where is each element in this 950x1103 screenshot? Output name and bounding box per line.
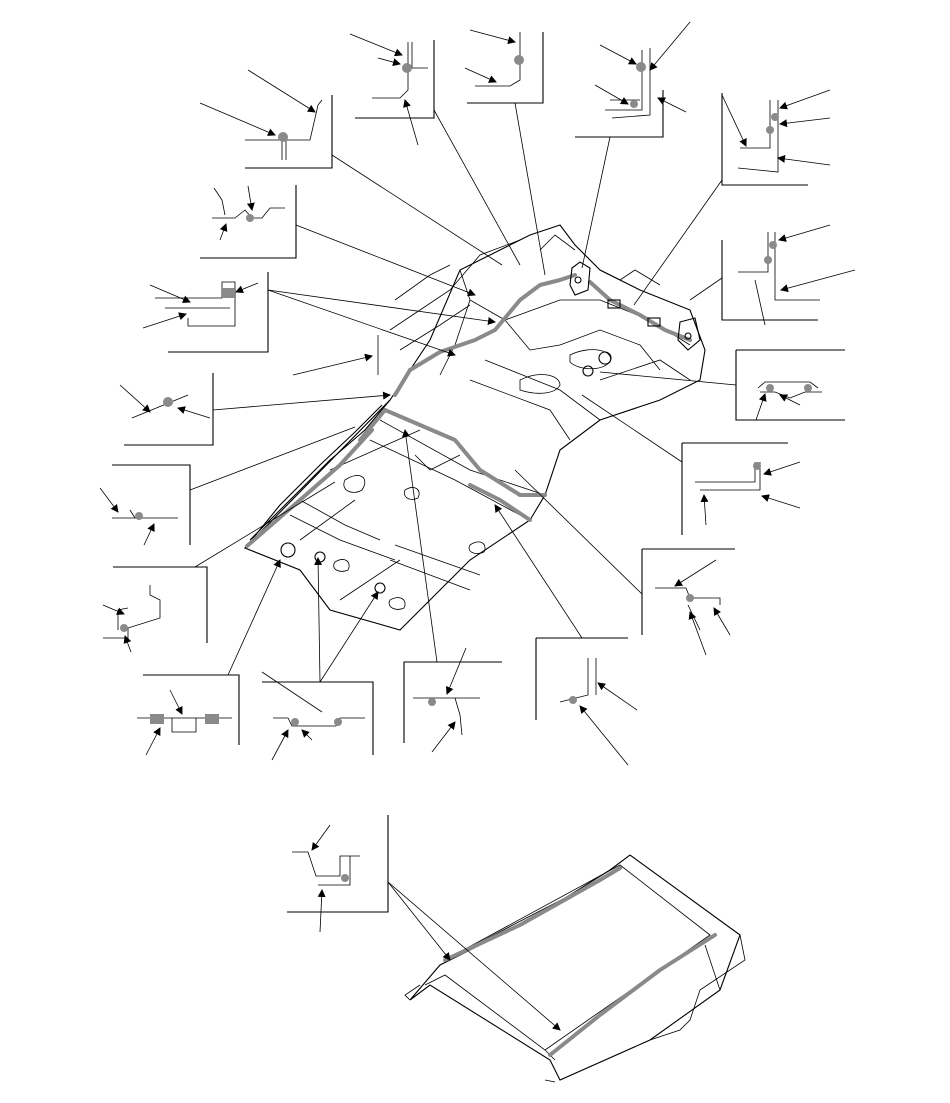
detail-view-11 bbox=[401, 429, 502, 753]
detail-view-16 bbox=[119, 335, 391, 446]
detail-view-6 bbox=[689, 224, 856, 326]
detail-view-9 bbox=[514, 469, 735, 656]
detail-view-15 bbox=[99, 426, 356, 546]
roof-panel-illustration bbox=[404, 854, 746, 1083]
detail-view-1 bbox=[199, 69, 503, 266]
detail-view-19 bbox=[287, 815, 561, 1031]
detail-view-7 bbox=[599, 349, 845, 421]
detail-view-8 bbox=[581, 394, 801, 535]
detail-view-14 bbox=[102, 481, 336, 653]
detail-view-12 bbox=[261, 557, 379, 761]
detail-view-3 bbox=[464, 29, 546, 276]
detail-view-10 bbox=[494, 504, 638, 766]
detail-view-17 bbox=[142, 272, 496, 357]
floor-pan-illustration bbox=[244, 224, 706, 631]
detail-view-5 bbox=[633, 89, 831, 306]
detail-view-18 bbox=[200, 185, 476, 297]
detail-view-4 bbox=[575, 21, 691, 269]
detail-view-2 bbox=[349, 33, 521, 266]
detail-view-13 bbox=[137, 559, 281, 756]
